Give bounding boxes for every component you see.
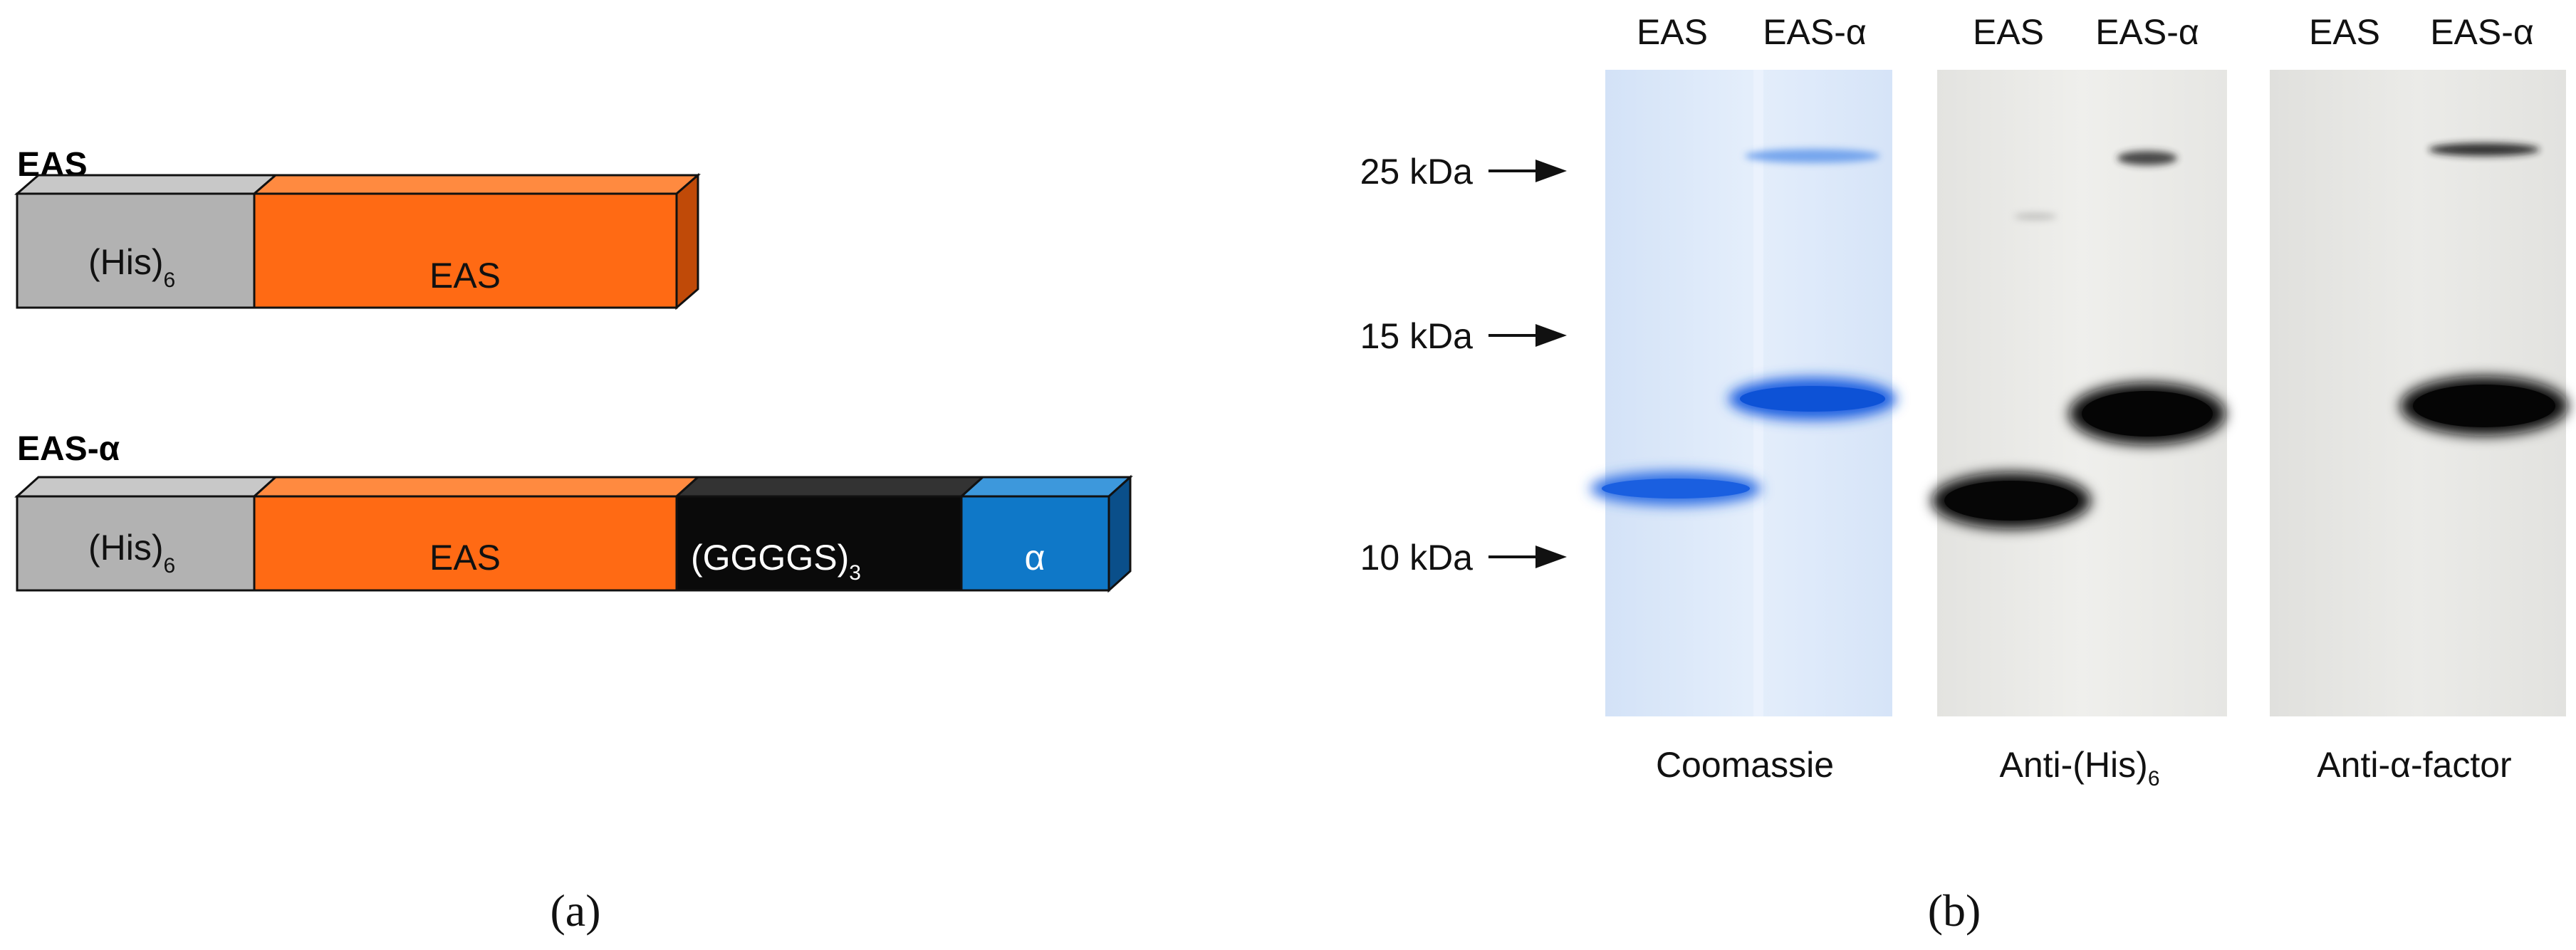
lane-label-eas: EAS xyxy=(1973,12,2044,52)
band-eas-core xyxy=(1602,479,1750,499)
alpha-label: α xyxy=(1025,538,1045,578)
construct-eas: (His)6 EAS xyxy=(14,172,702,310)
marker-15kda: 15 kDa xyxy=(1360,316,1567,356)
blot-coomassie: EAS EAS-α Coomassie xyxy=(1590,12,1897,785)
band-eas-alpha-dimer xyxy=(2429,143,2540,156)
construct-eas-alpha: (His)6 EAS (GGGGS)3 α xyxy=(14,474,1133,593)
alpha-top-face xyxy=(959,476,1133,498)
his-tag-segment xyxy=(16,495,256,592)
his-tag-label: (His)6 xyxy=(88,528,175,578)
linker-segment xyxy=(675,495,963,592)
construct-title-eas-alpha: EAS-α xyxy=(17,430,120,468)
band-faint xyxy=(2014,213,2057,220)
his-tag-top-face xyxy=(14,174,279,195)
panel-a-label: (a) xyxy=(550,885,600,936)
eas-segment xyxy=(253,495,678,592)
blot-caption: Coomassie xyxy=(1656,745,1834,785)
panel-b-gel-blots: 25 kDa 15 kDa 10 kDa EAS EAS-α Coomassie xyxy=(1360,12,2568,936)
his-tag-segment xyxy=(16,192,256,309)
linker-top-face xyxy=(674,476,986,498)
band-eas-alpha-dimer xyxy=(2117,151,2177,165)
linker-label: (GGGGS)3 xyxy=(691,538,861,585)
arrow-right-icon xyxy=(1535,160,1567,182)
band-eas-alpha-core xyxy=(1740,386,1885,412)
lane-label-eas: EAS xyxy=(1637,12,1708,52)
his-tag-label: (His)6 xyxy=(88,242,175,292)
eas-top-face xyxy=(251,476,701,498)
eas-label: EAS xyxy=(429,256,501,296)
alpha-segment xyxy=(960,495,1110,592)
alpha-right-face xyxy=(1107,474,1132,593)
eas-label: EAS xyxy=(429,538,501,578)
panel-b-label: (b) xyxy=(1928,885,1981,936)
blot-anti-alpha-factor: EAS EAS-α Anti-α-factor xyxy=(2270,12,2568,785)
arrow-right-icon xyxy=(1535,546,1567,568)
eas-segment xyxy=(253,192,678,309)
his-tag-top-face xyxy=(14,476,278,498)
band-eas-alpha-dimer xyxy=(1745,149,1880,163)
blot-caption: Anti-α-factor xyxy=(2317,745,2511,785)
marker-label: 25 kDa xyxy=(1360,152,1474,192)
panel-a-construct-diagram: EAS (His)6 EAS EAS-α xyxy=(14,146,1133,936)
band-eas-alpha-core xyxy=(2413,385,2555,427)
blot-caption: Anti-(His)6 xyxy=(1999,745,2159,790)
lane-label-eas-alpha: EAS-α xyxy=(2430,12,2534,52)
eas-top-face xyxy=(251,174,702,195)
marker-10kda: 10 kDa xyxy=(1360,538,1567,578)
eas-right-face xyxy=(675,172,699,310)
lane-label-eas-alpha: EAS-α xyxy=(1763,12,1867,52)
lane-label-eas: EAS xyxy=(2309,12,2380,52)
blot-anti-his: EAS EAS-α Anti-(His)6 xyxy=(1931,12,2227,790)
lane-label-eas-alpha: EAS-α xyxy=(2095,12,2199,52)
marker-25kda: 25 kDa xyxy=(1360,152,1567,192)
marker-label: 10 kDa xyxy=(1360,538,1474,578)
band-eas-core xyxy=(1944,481,2078,521)
band-eas-alpha-core xyxy=(2082,391,2213,437)
arrow-right-icon xyxy=(1535,324,1567,347)
marker-label: 15 kDa xyxy=(1360,316,1474,356)
